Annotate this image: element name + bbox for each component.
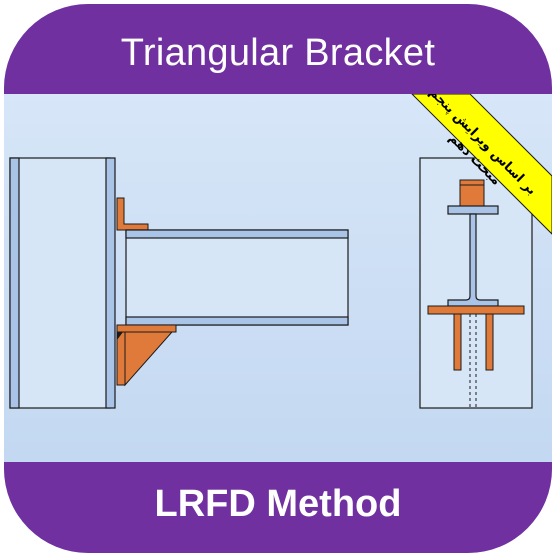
weld-mark <box>117 332 123 340</box>
bracket-drawing: بر اساس ویرایش پنجم مبحث دهم <box>4 94 552 462</box>
section-seat-plate <box>427 305 525 315</box>
ribbon-band <box>411 94 552 235</box>
column-web <box>9 157 111 409</box>
beam-bottom-flange <box>125 316 349 326</box>
beam-section-top-flange <box>447 205 499 215</box>
method-title: LRFD Method <box>154 483 402 525</box>
bracket-back-plate <box>116 331 126 386</box>
header-band: Triangular Bracket <box>4 4 552 94</box>
page-title: Triangular Bracket <box>120 31 436 74</box>
column-flange-right <box>105 157 116 409</box>
triangular-bracket <box>116 324 177 387</box>
column-flange-left <box>9 157 20 409</box>
top-angle <box>116 197 149 231</box>
beam-elevation <box>125 229 349 326</box>
section-view <box>419 157 533 409</box>
column-elevation <box>9 157 116 409</box>
bracket-seat-plate <box>116 324 177 333</box>
card: Triangular Bracket <box>4 4 552 553</box>
section-stiffener-right <box>485 313 494 371</box>
section-stiffener-left <box>453 313 462 371</box>
beam-top-flange <box>125 229 349 239</box>
bracket-stiffener <box>124 331 174 387</box>
section-top-angle-leg <box>459 179 485 186</box>
beam-web <box>125 229 349 326</box>
footer-band: LRFD Method <box>4 462 552 553</box>
